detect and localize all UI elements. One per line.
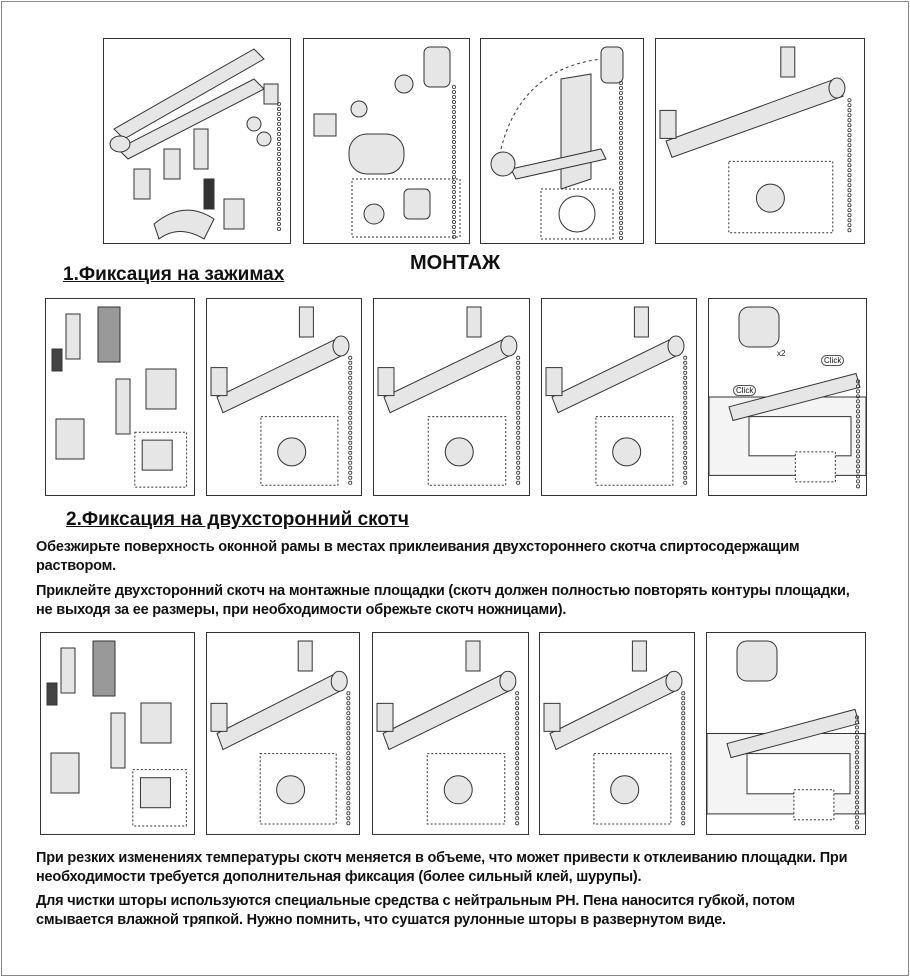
assembly-brackets-illustration bbox=[655, 38, 865, 244]
illustration-drawing bbox=[210, 640, 351, 826]
instruction-degrease: Обезжирьте поверхность оконной рамы в ме… bbox=[36, 539, 800, 574]
illustration-drawing bbox=[490, 46, 624, 240]
clip-step3-illustration bbox=[541, 298, 697, 496]
tape-step3-illustration bbox=[539, 632, 695, 835]
tape-step4-illustration bbox=[706, 632, 866, 835]
instruction-apply-tape: Приклейте двухсторонний скотч на монтажн… bbox=[36, 583, 850, 618]
assembly-end-cap-illustration bbox=[303, 38, 470, 244]
page-title: МОНТАЖ bbox=[410, 252, 501, 274]
section2-heading: 2.Фиксация на двухсторонний скотч bbox=[66, 509, 409, 530]
clip-parts-illustration bbox=[45, 298, 195, 496]
illustration-drawing bbox=[707, 640, 865, 830]
note-cleaning: Для чистки шторы используются специальны… bbox=[36, 893, 795, 928]
note-temperature: При резких изменениях температуры скотч … bbox=[36, 850, 848, 885]
clip-step1-illustration bbox=[206, 298, 362, 496]
illustration-drawing bbox=[543, 640, 686, 826]
clip-step4-illustration: Click Click x2 bbox=[708, 298, 867, 496]
click-label: Click bbox=[733, 385, 757, 396]
clip-step2-illustration bbox=[373, 298, 530, 496]
illustration-drawing bbox=[659, 46, 852, 234]
illustration-drawing bbox=[210, 306, 353, 486]
tape-step2-illustration bbox=[372, 632, 529, 835]
section1-heading: 1.Фиксация на зажимах bbox=[63, 264, 285, 285]
assembly-fabric-illustration bbox=[480, 38, 644, 244]
illustration-drawing bbox=[709, 306, 866, 489]
illustration-drawing bbox=[376, 640, 520, 826]
tape-step1-illustration bbox=[206, 632, 360, 835]
illustration-drawing bbox=[377, 306, 521, 486]
tape-parts-illustration bbox=[40, 632, 195, 835]
illustration-drawing bbox=[545, 306, 688, 486]
illustration-drawing bbox=[51, 306, 188, 488]
illustration-drawing bbox=[109, 48, 281, 240]
assembly-parts-illustration bbox=[103, 38, 291, 244]
illustration-drawing bbox=[46, 640, 187, 827]
x2-label: x2 bbox=[775, 349, 788, 358]
illustration-drawing bbox=[313, 46, 461, 239]
click-label: Click bbox=[821, 355, 845, 366]
